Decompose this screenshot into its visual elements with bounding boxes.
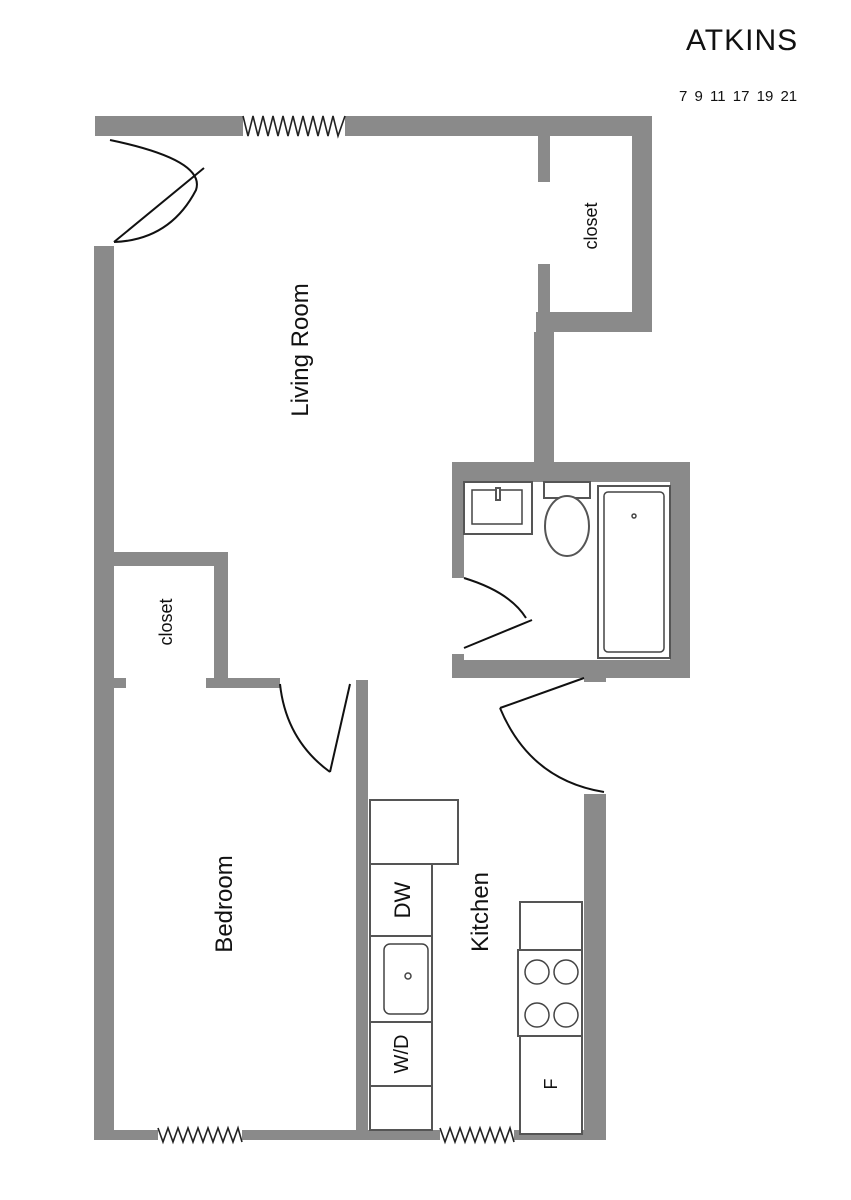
burner-3 bbox=[524, 1002, 550, 1028]
bath-top-wall bbox=[452, 462, 690, 482]
label-washer-dryer: W/D bbox=[391, 1035, 413, 1074]
closet-top-divider-lower bbox=[538, 264, 550, 314]
closet-left-bottom-wall bbox=[94, 678, 126, 688]
burner-1 bbox=[524, 959, 550, 985]
wall-left-lower bbox=[94, 686, 114, 1138]
wall-top-right bbox=[345, 116, 652, 136]
label-dishwasher: DW bbox=[390, 881, 415, 918]
kitchen-sink-drain bbox=[404, 972, 412, 980]
bath-bottom-wall bbox=[452, 660, 690, 678]
window-kitchen bbox=[439, 1125, 515, 1145]
unit-numbers: 7 9 11 17 19 21 bbox=[679, 88, 798, 105]
wall-bottom-mid bbox=[242, 1130, 440, 1140]
label-bedroom: Bedroom bbox=[211, 855, 238, 952]
counter-lower bbox=[369, 1085, 433, 1131]
bathtub-inner bbox=[603, 491, 665, 653]
label-closet-top: closet bbox=[581, 202, 601, 249]
counter-right bbox=[519, 901, 583, 951]
tub-drain bbox=[631, 513, 637, 519]
kitchen-door bbox=[499, 677, 605, 793]
closet-top-divider bbox=[538, 136, 550, 182]
burner-2 bbox=[553, 959, 579, 985]
entry-door bbox=[109, 139, 205, 243]
label-kitchen: Kitchen bbox=[467, 872, 494, 952]
window-top bbox=[242, 115, 346, 139]
kitchen-sink-box bbox=[369, 935, 433, 1023]
bedroom-kitchen-wall bbox=[356, 680, 368, 1138]
building-name: ATKINS bbox=[686, 24, 799, 57]
bath-left-wall bbox=[452, 462, 464, 578]
sink-faucet bbox=[495, 487, 501, 501]
window-bedroom bbox=[157, 1125, 243, 1145]
label-closet-left: closet bbox=[156, 598, 176, 645]
fridge-box bbox=[519, 1035, 583, 1135]
label-fridge: F bbox=[541, 1079, 561, 1090]
closet-left-top-wall bbox=[94, 552, 228, 566]
wall-left-upper bbox=[94, 246, 114, 686]
burner-4 bbox=[553, 1002, 579, 1028]
bathtub bbox=[597, 485, 671, 659]
bath-right-wall bbox=[670, 462, 690, 678]
bedroom-door bbox=[279, 683, 351, 773]
closet-top-bottom-wall bbox=[536, 312, 652, 332]
closet-left-right-wall bbox=[214, 552, 228, 686]
toilet-bowl bbox=[544, 495, 590, 557]
kitchen-counter-upper bbox=[369, 799, 459, 865]
label-living-room: Living Room bbox=[287, 283, 314, 416]
wall-top-left bbox=[95, 116, 243, 136]
closet-top-right-wall bbox=[632, 116, 652, 332]
kitchen-right-wall bbox=[584, 794, 606, 1138]
washer-dryer-box bbox=[369, 1021, 433, 1087]
kitchen-top-right-stub bbox=[584, 668, 606, 682]
bedroom-top-wall bbox=[206, 678, 280, 688]
kitchen-sink-basin bbox=[383, 943, 429, 1015]
bathroom-door bbox=[463, 577, 533, 649]
wall-right-upper bbox=[534, 332, 554, 466]
wall-bottom-left bbox=[94, 1130, 158, 1140]
dishwasher-box bbox=[369, 863, 433, 937]
